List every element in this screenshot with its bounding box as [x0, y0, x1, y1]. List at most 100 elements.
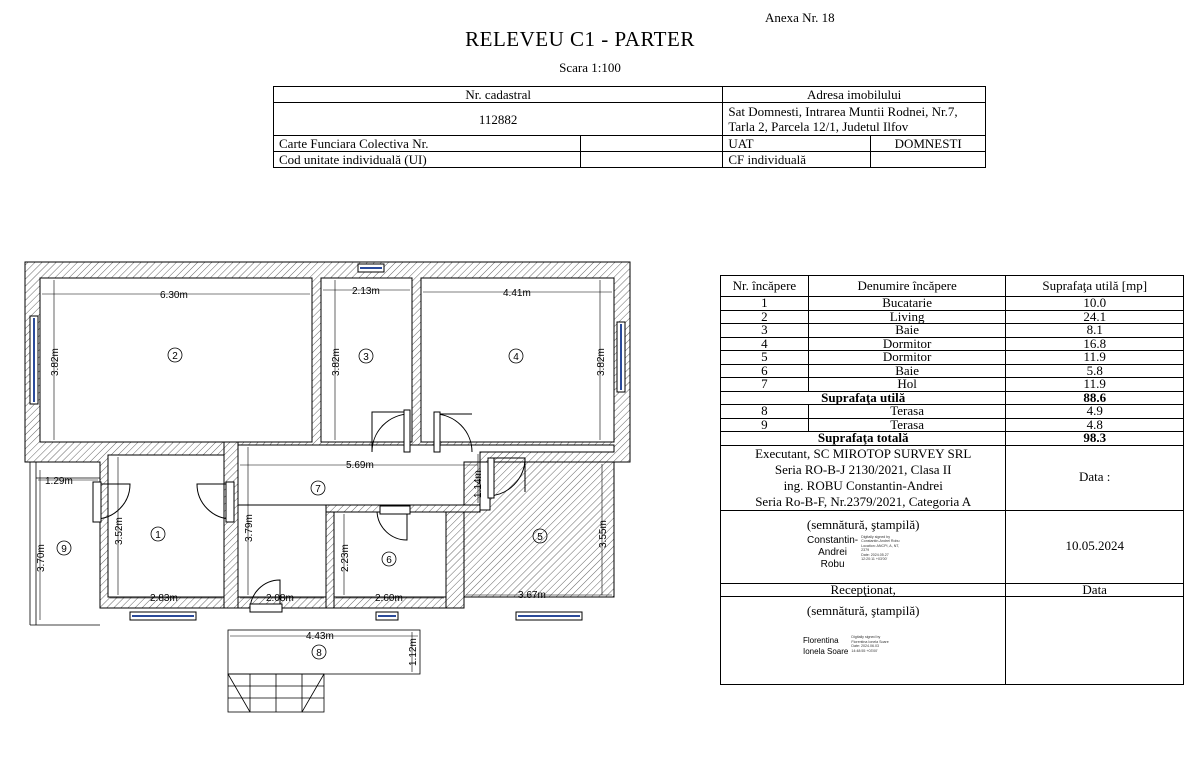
signature-cell-2: (semnătură, ştampilă) Florentina Ionela …	[719, 596, 1007, 685]
room-2-name: Living	[807, 309, 1007, 324]
rooms-table: Nr. încăpere Denumire încăpere Suprafaţa…	[719, 275, 1184, 685]
cod-ui-label: Cod unitate individuală (UI)	[273, 151, 581, 168]
dim-1-12: 1.12m	[408, 638, 419, 666]
room-3-name: Baie	[807, 323, 1007, 338]
executant-line-3: ing. ROBU Constantin-Andrei	[783, 477, 943, 493]
dim-3-82-c: 3.82m	[596, 348, 607, 376]
room-number-labels: 1 2 3 4 5 6 7 8 9	[61, 351, 543, 659]
dim-3-79: 3.79m	[244, 514, 255, 542]
signature-label-2: (semnătură, ştampilă)	[806, 603, 920, 618]
terrace-9-name: Terasa	[807, 417, 1007, 432]
terrace-9-nr: 9	[720, 417, 809, 432]
room-4-area: 16.8	[1005, 336, 1184, 351]
date-value: 10.05.2024	[1005, 509, 1184, 584]
dim-4-43: 4.43m	[306, 631, 334, 642]
room-3-area: 8.1	[1005, 323, 1184, 338]
room-5-name: Dormitor	[807, 350, 1007, 365]
wall-bath-left	[325, 504, 335, 609]
header-nr: Nr. încăpere	[720, 275, 809, 297]
room-1-area: 10.0	[1005, 296, 1184, 311]
dim-4-41: 4.41m	[503, 288, 531, 299]
terrace-9-area: 4.8	[1005, 417, 1184, 432]
data-label: Data :	[1005, 444, 1184, 511]
dim-1-29: 1.29m	[45, 476, 73, 487]
room-number-4: 4	[513, 352, 519, 363]
room-2-nr: 2	[720, 309, 809, 324]
uat-cell: UAT DOMNESTI	[722, 135, 986, 152]
door-terrace9	[94, 483, 131, 520]
dim-3-82-a: 3.82m	[50, 348, 61, 376]
signer-1-cert: Digitally signed by Constantin-Andrei Ro…	[861, 534, 900, 562]
windows	[29, 263, 626, 621]
room-7-name: Hol	[807, 377, 1007, 392]
dim-3-70: 3.70m	[36, 544, 47, 572]
door-bath6	[376, 511, 408, 541]
dim-3-67: 3.67m	[518, 590, 546, 601]
signature-cell-1: (semnătură, ştampilă) Constantin- Andrei…	[719, 509, 1007, 584]
room-number-1: 1	[155, 530, 161, 541]
cadastral-table: Nr. cadastral Adresa imobilului 112882 S…	[272, 86, 986, 168]
terrace-9	[29, 462, 100, 626]
dim-5-69: 5.69m	[346, 460, 374, 471]
executant-block: Executant, SC MIROTOP SURVEY SRL Seria R…	[719, 444, 1007, 511]
cf-cell: CF individuală	[722, 151, 986, 168]
dim-3-55: 3.55m	[598, 520, 609, 548]
room-4-name: Dormitor	[807, 336, 1007, 351]
room-number-7: 7	[315, 484, 321, 495]
useful-area-value: 88.6	[1005, 390, 1184, 405]
dim-2-08: 2.08m	[266, 593, 294, 604]
door-kitchen	[196, 483, 233, 520]
room-5-area: 11.9	[1005, 350, 1184, 365]
total-area-label: Suprafaţa totală	[719, 431, 1007, 446]
signer-2-cert: Digitally signed by Florentina Ionela So…	[851, 635, 889, 653]
uat-label: UAT	[723, 136, 872, 151]
room-7-area: 11.9	[1005, 377, 1184, 392]
dimension-labels: 6.30m 2.13m 4.41m 3.82m 3.82m 3.82m 5.69…	[36, 286, 609, 666]
terrace-8-nr: 8	[720, 404, 809, 419]
terrace-8	[227, 629, 421, 713]
header-name: Denumire încăpere	[807, 275, 1007, 297]
terrace-8-area: 4.9	[1005, 404, 1184, 419]
signature-label-1: (semnătură, ştampilă)	[806, 516, 920, 532]
room-6-nr: 6	[720, 363, 809, 378]
dim-2-83: 2.83m	[150, 593, 178, 604]
signer-2-name: Florentina Ionela Soare	[803, 636, 849, 656]
signer-1-name: Constantin- Andrei Robu	[807, 534, 859, 570]
room-5-nr: 5	[720, 350, 809, 365]
dim-1-14: 1.14m	[473, 470, 484, 498]
adresa-value: Sat Domnesti, Intrarea Muntii Rodnei, Nr…	[722, 102, 986, 136]
room-number-5: 5	[537, 532, 543, 543]
doors	[92, 409, 526, 613]
executant-line-4: Seria Ro-B-F, Nr.2379/2021, Categoria A	[755, 493, 972, 509]
room-7-nr: 7	[720, 377, 809, 392]
dimension-lines	[38, 280, 612, 672]
wall-kitchen-hall	[223, 441, 239, 609]
room-number-6: 6	[386, 555, 392, 566]
room-number-8: 8	[316, 648, 322, 659]
floor-plan: 6.30m 2.13m 4.41m 3.82m 3.82m 3.82m 5.69…	[24, 261, 631, 713]
room-1-nr: 1	[720, 296, 809, 311]
room-number-9: 9	[61, 544, 67, 555]
room-4-nr: 4	[720, 336, 809, 351]
total-area-value: 98.3	[1005, 431, 1184, 446]
dim-2-23: 2.23m	[340, 544, 351, 572]
uat-value: DOMNESTI	[894, 136, 962, 151]
dim-2-60: 2.60m	[375, 593, 403, 604]
wall-bath-right	[445, 504, 465, 609]
cf-individuala-value	[871, 152, 985, 167]
room-3-nr: 3	[720, 323, 809, 338]
digital-signature-2: Florentina Ionela Soare Digitally signed…	[803, 635, 889, 657]
cf-individuala-label: CF individuală	[723, 152, 872, 167]
data2-value	[1005, 596, 1184, 685]
room-1-name: Bucatarie	[807, 296, 1007, 311]
page-title: RELEVEU C1 - PARTER	[465, 27, 695, 51]
annex-number: Anexa Nr. 18	[765, 10, 835, 25]
room-number-3: 3	[363, 352, 369, 363]
data2-label: Data	[1005, 582, 1184, 597]
adresa-label: Adresa imobilului	[722, 86, 986, 103]
useful-area-label: Suprafaţa utilă	[719, 390, 1007, 405]
dim-3-52: 3.52m	[114, 517, 125, 545]
room-numbers	[56, 347, 548, 660]
terrace-8-name: Terasa	[807, 404, 1007, 419]
